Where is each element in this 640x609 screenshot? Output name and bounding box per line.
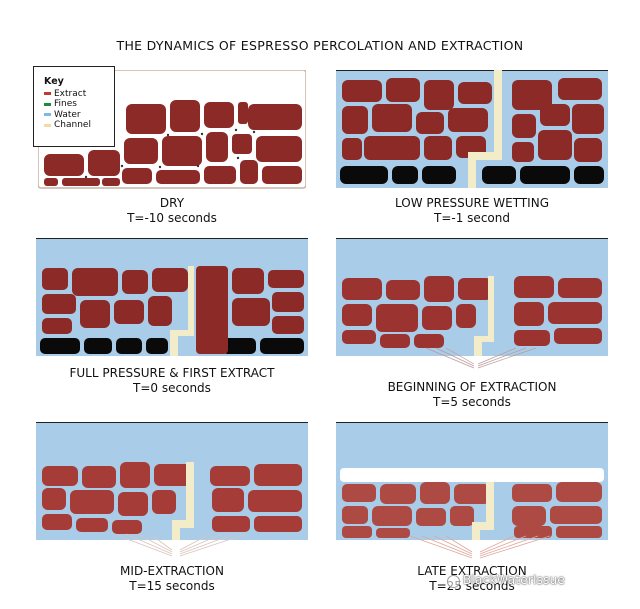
panel-full-pressure	[36, 238, 308, 356]
time-label: T=-1 second	[434, 211, 510, 225]
dry-bed-layer	[340, 166, 604, 184]
wechat-icon	[447, 575, 460, 588]
caption-low-pressure-wetting: LOW PRESSURE WETTING T=-1 second	[322, 196, 622, 226]
time-label: T=5 seconds	[433, 395, 511, 409]
time-label: T=15 seconds	[129, 579, 215, 593]
stage-label: DRY	[159, 196, 185, 210]
caption-mid-extraction: MID-EXTRACTION T=15 seconds	[22, 564, 322, 594]
legend-label: Water	[54, 109, 81, 120]
time-label: T=-10 seconds	[127, 211, 217, 225]
channel-swatch	[44, 123, 51, 127]
extract-swatch	[44, 92, 51, 96]
legend-item-water: Water	[44, 110, 110, 121]
fines-dots	[84, 128, 256, 179]
water-swatch	[44, 113, 51, 117]
stage-label: LATE EXTRACTION	[417, 564, 527, 578]
time-label: T=0 seconds	[133, 381, 211, 395]
caption-dry: DRY T=-10 seconds	[22, 196, 322, 226]
panel-low-pressure-wetting	[336, 70, 608, 188]
stage-label: LOW PRESSURE WETTING	[394, 196, 549, 210]
coffee-particles	[44, 100, 302, 186]
caption-full-pressure: FULL PRESSURE & FIRST EXTRACT T=0 second…	[22, 366, 322, 396]
diagram-title: THE DYNAMICS OF ESPRESSO PERCOLATION AND…	[116, 38, 524, 53]
drip-lines	[425, 347, 537, 369]
legend-label: Extract	[54, 88, 87, 99]
panel-mid-extraction	[36, 422, 308, 557]
caption-beginning-extraction: BEGINNING OF EXTRACTION T=5 seconds	[322, 380, 622, 410]
crema-layer	[340, 468, 604, 482]
panel-late-extraction	[336, 422, 608, 559]
channel	[468, 70, 502, 188]
legend-item-extract: Extract	[44, 89, 110, 100]
stage-label: FULL PRESSURE & FIRST EXTRACT	[69, 366, 275, 380]
legend-label: Channel	[54, 120, 91, 130]
stage-label: BEGINNING OF EXTRACTION	[387, 380, 557, 394]
stage-label: MID-EXTRACTION	[120, 564, 224, 578]
legend-key: Key Extract Fines Water Channel	[33, 66, 115, 147]
legend-item-channel: Channel	[44, 120, 110, 131]
panel-beginning-extraction	[336, 238, 608, 369]
fines-swatch	[44, 102, 51, 106]
legend-label: Fines	[54, 99, 77, 109]
watermark: BlackWaterIssue	[463, 573, 565, 587]
legend-item-fines: Fines	[44, 99, 110, 110]
legend-title: Key	[44, 76, 64, 87]
